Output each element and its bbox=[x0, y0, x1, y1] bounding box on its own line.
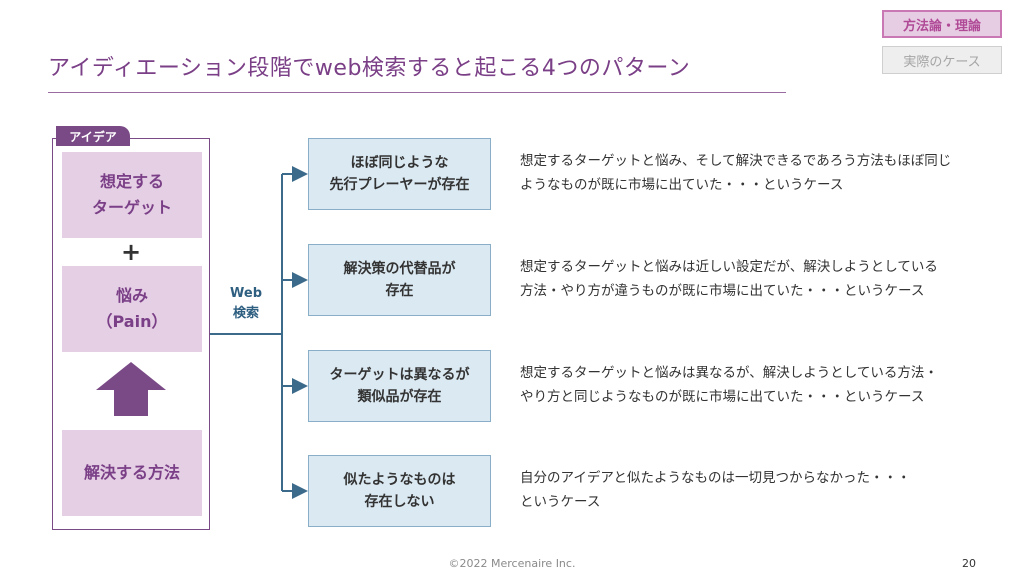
pattern-4-box: 似たようなものは 存在しない bbox=[308, 455, 491, 527]
idea-panel bbox=[52, 138, 210, 530]
pattern-1-desc-line-1: 想定するターゲットと悩み、そして解決できるであろう方法もほぼ同じ bbox=[520, 153, 952, 169]
pattern-2-title-line-1: 解決策の代替品が bbox=[343, 260, 456, 277]
idea-target-line-1: 想定する bbox=[99, 172, 164, 192]
category-tag-methodology[interactable]: 方法論・理論 bbox=[882, 10, 1002, 38]
pattern-4-title-line-2: 存在しない bbox=[364, 494, 435, 510]
slide-title: アイディエーション段階でweb検索すると起こる4つのパターン bbox=[48, 56, 691, 81]
pattern-4-desc-line-2: というケース bbox=[520, 493, 601, 510]
pattern-4-description: 自分のアイデアと似たようなものは一切見つからなかった・・・ というケース bbox=[520, 467, 980, 514]
pattern-3-desc-line-1: 想定するターゲットと悩みは異なるが、解決しようとしている方法・ bbox=[520, 365, 938, 381]
pattern-3-desc-line-2: やり方と同じようなものが既に市場に出ていた・・・というケース bbox=[520, 388, 925, 405]
plus-sign: + bbox=[120, 238, 142, 266]
page-number: 20 bbox=[962, 557, 976, 570]
idea-pain-line-2: （Pain） bbox=[96, 312, 168, 331]
web-search-label: Web 検索 bbox=[218, 284, 274, 324]
web-search-line-2: 検索 bbox=[232, 306, 259, 322]
idea-solution-box: 解決する方法 bbox=[62, 430, 202, 516]
idea-pain-box: 悩み （Pain） bbox=[62, 266, 202, 352]
title-divider bbox=[48, 92, 786, 93]
pattern-1-title-line-1: ほぼ同じような bbox=[350, 154, 449, 171]
pattern-4-title-line-1: 似たようなものは bbox=[343, 471, 456, 488]
pattern-2-desc-line-1: 想定するターゲットと悩みは近しい設定だが、解決しようとしている bbox=[520, 259, 938, 275]
category-tag-case[interactable]: 実際のケース bbox=[882, 46, 1002, 74]
pattern-2-title-line-2: 存在 bbox=[385, 283, 414, 299]
pattern-4-desc-line-1: 自分のアイデアと似たようなものは一切見つからなかった・・・ bbox=[520, 470, 911, 486]
pattern-3-box: ターゲットは異なるが 類似品が存在 bbox=[308, 350, 491, 422]
idea-label: アイデア bbox=[56, 126, 130, 146]
pattern-2-box: 解決策の代替品が 存在 bbox=[308, 244, 491, 316]
idea-target-box: 想定する ターゲット bbox=[62, 152, 202, 238]
pattern-2-description: 想定するターゲットと悩みは近しい設定だが、解決しようとしている 方法・やり方が違… bbox=[520, 256, 980, 303]
web-search-line-1: Web bbox=[230, 286, 262, 301]
pattern-1-desc-line-2: ようなものが既に市場に出ていた・・・というケース bbox=[520, 176, 844, 193]
pattern-1-title-line-2: 先行プレーヤーが存在 bbox=[329, 177, 470, 193]
idea-solution-label: 解決する方法 bbox=[83, 463, 180, 483]
pattern-3-title-line-1: ターゲットは異なるが bbox=[329, 366, 470, 383]
up-arrow-icon bbox=[96, 362, 166, 416]
pattern-3-title-line-2: 類似品が存在 bbox=[357, 389, 442, 405]
copyright-footer: ©2022 Mercenaire Inc. bbox=[448, 557, 576, 570]
idea-pain-line-1: 悩み bbox=[115, 286, 148, 306]
pattern-1-box: ほぼ同じような 先行プレーヤーが存在 bbox=[308, 138, 491, 210]
pattern-2-desc-line-2: 方法・やり方が違うものが既に市場に出ていた・・・というケース bbox=[520, 282, 925, 299]
idea-target-line-2: ターゲット bbox=[91, 198, 172, 217]
pattern-1-description: 想定するターゲットと悩み、そして解決できるであろう方法もほぼ同じ ようなものが既… bbox=[520, 150, 980, 197]
pattern-3-description: 想定するターゲットと悩みは異なるが、解決しようとしている方法・ やり方と同じよう… bbox=[520, 362, 980, 409]
